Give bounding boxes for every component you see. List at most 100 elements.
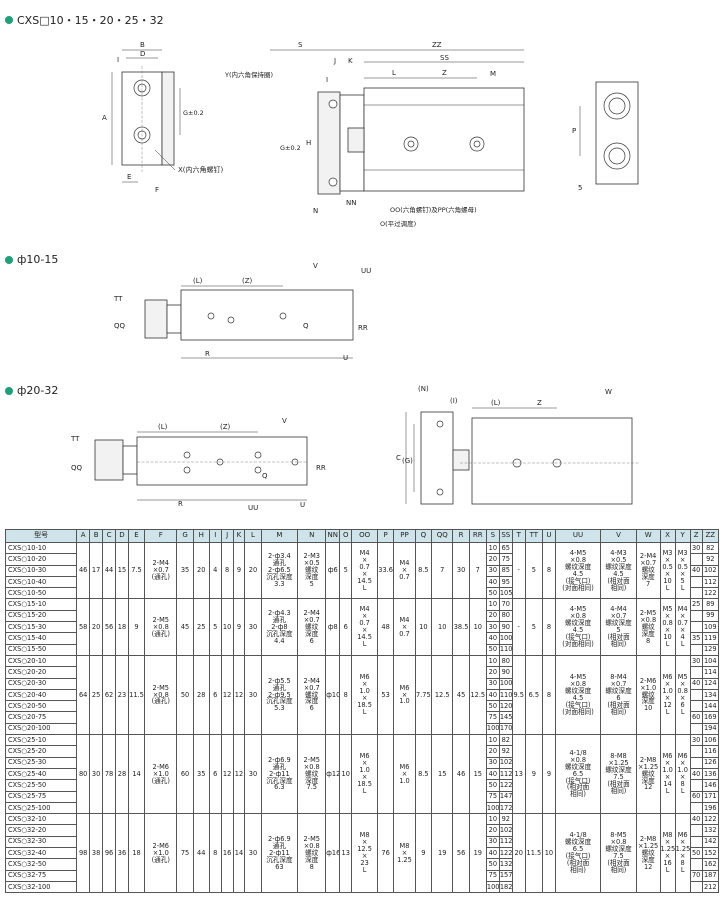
cell-z: 40	[689, 813, 703, 826]
section-title-10-15: ф10-15	[5, 253, 58, 266]
label-J: J	[333, 57, 336, 65]
cell-l: 20	[244, 541, 262, 600]
cell-s: 40	[485, 767, 500, 781]
label-E: E	[127, 173, 131, 181]
cell-ss: 82	[498, 734, 513, 747]
cell-x: M8 × 1.25 × 16 L	[659, 813, 676, 894]
section-title-20-32: ф20-32	[5, 384, 58, 397]
bot-end-plate	[420, 411, 454, 505]
model-cell: CXS○15-10	[4, 598, 78, 611]
label-I2: I	[326, 76, 328, 84]
cell-b: 25	[89, 654, 104, 736]
cell-v: 8-M4 ×0.7 螺纹深度 6 (相对面 相同)	[600, 654, 637, 736]
cell-q: 7.75	[414, 654, 432, 736]
table-header-t: T	[511, 529, 526, 543]
label-mid-R: R	[205, 350, 210, 358]
cell-s: 20	[485, 745, 500, 758]
cell-t: 9.5	[511, 654, 526, 736]
label-bot-U: U	[300, 501, 305, 509]
model-cell: CXS○15-20	[4, 609, 78, 623]
cell-k: 12	[232, 654, 246, 736]
cell-p: 76	[377, 813, 395, 894]
label-bot-N: (N)	[418, 385, 429, 393]
cell-s: 10	[485, 541, 500, 555]
cell-a: 98	[76, 813, 91, 894]
cell-zz: 162	[701, 858, 720, 871]
model-cell: CXS○25-75	[4, 790, 78, 803]
table-header-w: W	[635, 529, 661, 543]
table-header-oo: OO	[351, 529, 379, 543]
cell-a: 46	[76, 541, 91, 600]
cell-ss: 122	[498, 847, 513, 860]
cell-t: -	[511, 598, 526, 656]
bot-end-hole-2	[436, 488, 444, 496]
cell-z: 30	[689, 654, 703, 668]
cell-ss: 157	[498, 869, 513, 882]
cell-s: 30	[485, 621, 500, 634]
table-header-y: Y	[674, 529, 691, 543]
label-mid-Q: Q	[303, 322, 309, 330]
cell-ss: 105	[498, 587, 513, 600]
cell-n: 2-M4 ×0.7 螺纹 深度 6	[297, 654, 327, 736]
cell-s: 100	[485, 722, 500, 736]
cell-z: 70	[689, 869, 703, 882]
label-bot-Q: Q	[262, 472, 268, 480]
cell-z	[689, 880, 703, 894]
cell-z: 40	[689, 767, 703, 781]
cell-nn: ф16	[325, 813, 341, 894]
cell-f: 2-M6 ×1.0 (通孔)	[144, 813, 178, 894]
cell-ss: 110	[498, 688, 513, 702]
cell-s: 40	[485, 847, 500, 860]
cell-k: 12	[232, 734, 246, 815]
cell-tt: 5	[524, 598, 543, 656]
cell-y: M5 × 0.8 × 6 L	[674, 654, 691, 736]
cell-g: 50	[176, 654, 194, 736]
cell-ss: 92	[498, 745, 513, 758]
side-hole-2-inner	[473, 140, 481, 148]
cell-zz: 134	[701, 688, 720, 702]
cell-g: 75	[176, 813, 194, 894]
cell-zz: 119	[701, 632, 720, 645]
cell-l: 30	[244, 813, 262, 894]
cell-zz: 132	[701, 824, 720, 837]
cell-o: 10	[339, 734, 353, 815]
cell-z	[689, 722, 703, 736]
drawing-20-32-top: (L) Z W	[460, 388, 640, 505]
cell-r: 38.5	[452, 598, 470, 656]
label-M: M	[490, 70, 496, 78]
table-header-l: L	[244, 529, 262, 543]
cell-ss: 172	[498, 801, 513, 815]
cell-ss: 132	[498, 858, 513, 871]
label-bot-RR: RR	[316, 464, 326, 472]
cell-u: 10	[541, 813, 556, 894]
cell-s: 10	[485, 734, 500, 747]
cell-s: 20	[485, 553, 500, 566]
model-cell: CXS○32-40	[4, 847, 78, 860]
cell-s: 50	[485, 858, 500, 871]
cell-m: 2-ф3.4 通孔 2-ф6.5 沉孔深度 3.3	[260, 541, 299, 600]
cell-n: 2-M5 ×0.8 螺纹 深度 7.5	[297, 734, 327, 815]
cell-a: 80	[76, 734, 91, 815]
model-cell: CXS○10-30	[4, 564, 78, 577]
cell-pp: M6 × 1.0	[393, 654, 416, 736]
cell-ss: 102	[498, 824, 513, 837]
label-X: X(内六角螺钉)	[178, 165, 224, 174]
model-cell: CXS○20-10	[4, 654, 78, 668]
cell-pp: M4 × 0.7	[393, 598, 416, 656]
label-S: S	[298, 41, 303, 49]
model-cell: CXS○20-30	[4, 677, 78, 690]
model-cell: CXS○32-100	[4, 880, 78, 894]
bullet-dot-icon	[5, 255, 13, 264]
cell-s: 100	[485, 801, 500, 815]
label-bot-C: C	[396, 454, 401, 462]
cell-oo: M8 × 12.5 × 23 L	[351, 813, 379, 894]
cell-o: 8	[339, 654, 353, 736]
cell-z	[689, 609, 703, 623]
cell-w: 2-M8 ×1.25 螺纹 深度 12	[635, 813, 661, 894]
cell-s: 40	[485, 688, 500, 702]
model-cell: CXS○20-40	[4, 688, 78, 702]
